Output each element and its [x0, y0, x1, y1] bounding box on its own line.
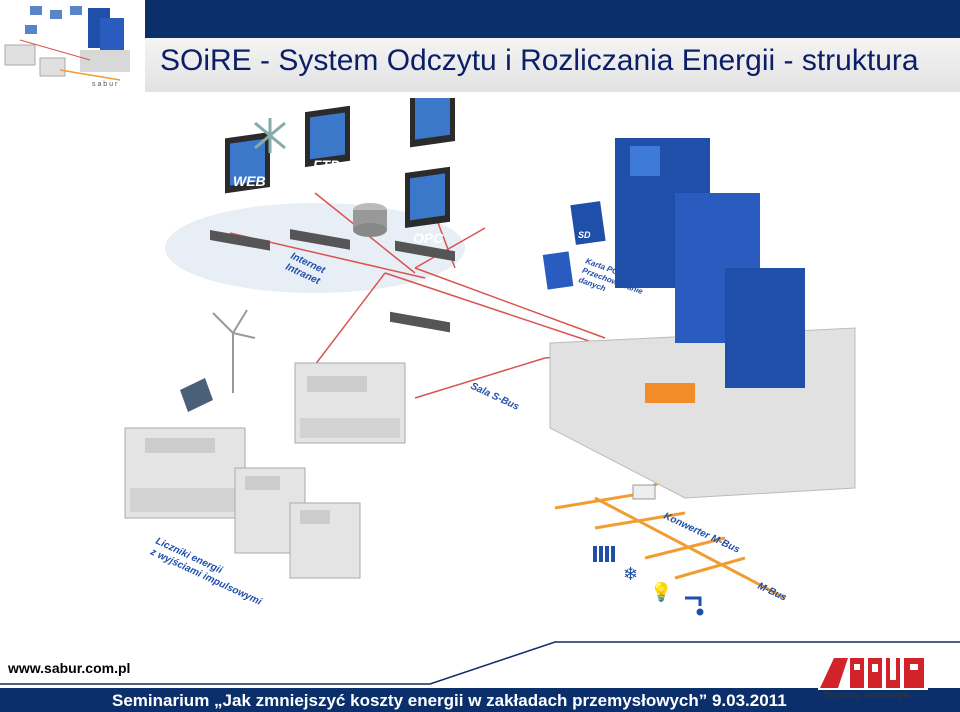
plc-controller — [549, 138, 856, 499]
water-tap-icon — [685, 596, 704, 616]
mail-envelope-icon — [420, 149, 444, 165]
computer-web — [210, 131, 270, 251]
footer-seminar-text: Seminarium „Jak zmniejszyć koszty energi… — [112, 691, 787, 710]
screen-label-web: WEB — [233, 173, 266, 189]
energy-meter-4 — [289, 502, 361, 579]
wind-turbine-icon — [212, 309, 256, 393]
sabur-logo — [818, 656, 928, 690]
thumbnail-network-graphic: s a b u r — [0, 0, 145, 92]
energy-meter-1 — [294, 362, 406, 444]
computer-mail — [395, 98, 455, 262]
computer-opc — [390, 166, 450, 333]
radiator-icon — [593, 546, 615, 562]
sd-card-label: SD — [578, 230, 591, 240]
logo-subtitle: Systemy automatyki — [824, 690, 912, 700]
header-top-band — [0, 0, 960, 38]
lightbulb-icon: 💡 — [650, 581, 672, 602]
computer-ftp — [290, 105, 350, 250]
screen-label-opc: OPC — [413, 230, 444, 246]
page-title: SOiRE - System Odczytu i Rozliczania Ene… — [160, 44, 919, 77]
fan-icon — [254, 118, 286, 153]
footer-band — [0, 688, 960, 712]
mbus-converter-box — [632, 484, 656, 500]
server-icon — [353, 203, 387, 237]
energy-meter-2 — [124, 427, 246, 519]
solar-panel-icon — [180, 378, 213, 412]
screen-label-ftp: FTP — [313, 157, 340, 173]
sd-card-icon: SD — [542, 201, 606, 290]
footer-url: www.sabur.com.pl — [8, 660, 131, 676]
svg-text:s a b u r: s a b u r — [92, 81, 118, 88]
system-structure-diagram: WEB FTP OPC Internet Intranet — [85, 98, 881, 626]
title-band — [145, 38, 960, 92]
snowflake-icon: ❄ — [623, 564, 638, 584]
